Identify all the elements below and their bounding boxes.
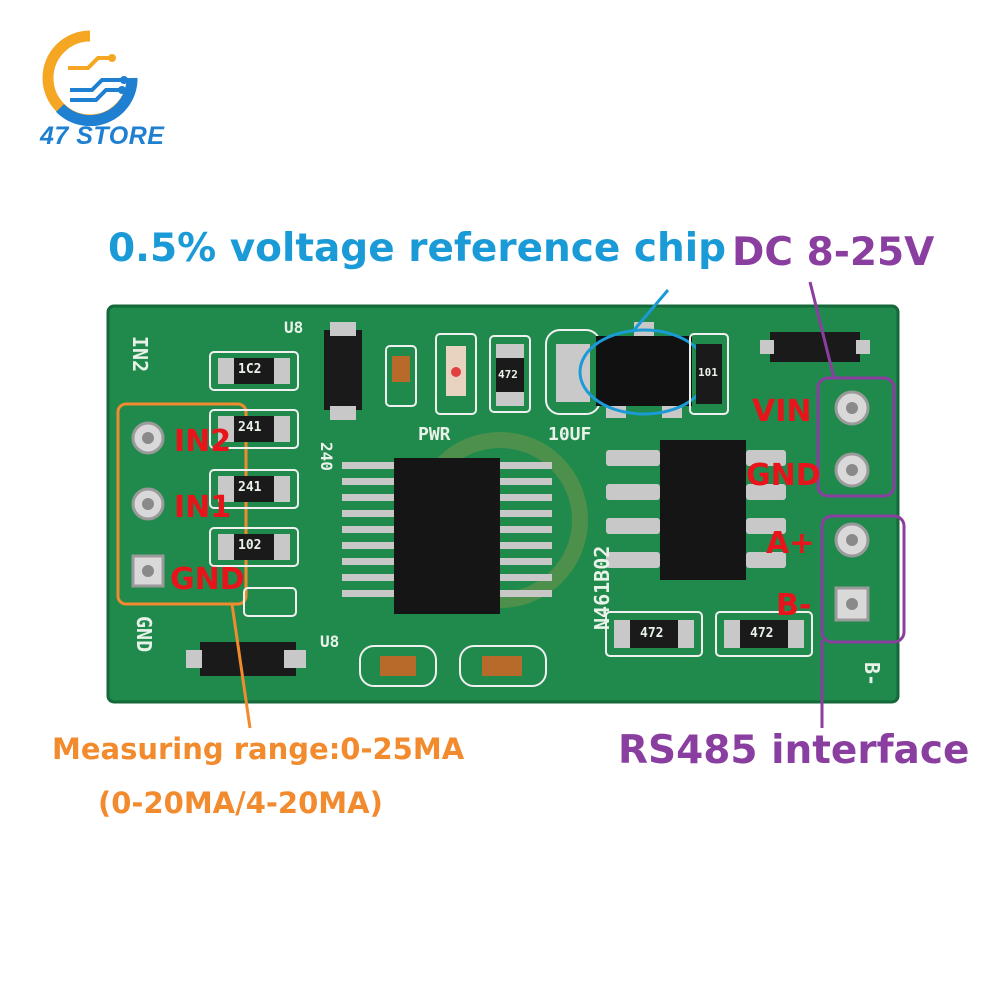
resistors-left — [209, 351, 299, 567]
resistor-code: 101 — [698, 366, 718, 379]
callout-measuring-modes: (0-20MA/4-20MA) — [98, 786, 383, 820]
silk-u8-bottom: U8 — [320, 632, 340, 651]
callout-measuring-range: Measuring range:0-25MA — [52, 732, 465, 766]
silk-gnd: GND — [132, 616, 156, 653]
pin-label-gnd-left: GND — [170, 562, 245, 597]
pin-label-gnd-right: GND — [746, 458, 821, 493]
silk-in2: IN2 — [128, 336, 152, 373]
callout-rs485: RS485 interface — [618, 728, 970, 773]
silk-b: B- — [860, 662, 884, 687]
brand-logo — [40, 28, 140, 128]
silk-pwr: PWR — [418, 424, 451, 445]
resistor-code: 472 — [640, 626, 664, 641]
resistor-code: 472 — [498, 368, 518, 381]
callout-voltage-reference: 0.5% voltage reference chip — [108, 226, 727, 271]
resistor-code: 1C2 — [238, 362, 262, 377]
silk-chip: N461B02 — [590, 545, 614, 630]
resistor-code: 241 — [238, 480, 262, 495]
resistor-code: 102 — [238, 538, 262, 553]
silk-10uf: 10UF — [548, 424, 592, 445]
circuit-ring-logo — [42, 30, 138, 127]
rs485-ic — [606, 440, 786, 580]
pin-label-in1: IN1 — [174, 490, 232, 525]
resistor-code: 241 — [238, 420, 262, 435]
pin-label-a-plus: A+ — [766, 526, 815, 561]
callout-power: DC 8-25V — [732, 230, 935, 275]
pin-label-vin: VIN — [752, 394, 812, 429]
brand-name: 47 STORE — [40, 122, 165, 150]
silk-240: 240 — [317, 442, 336, 471]
resistor-code: 472 — [750, 626, 774, 641]
pin-label-b-minus: B- — [776, 588, 812, 623]
left-pads — [131, 421, 165, 588]
pin-label-in2: IN2 — [174, 424, 232, 459]
silk-u8-top: U8 — [284, 318, 304, 337]
main-ic — [342, 458, 552, 614]
right-pads — [834, 390, 870, 622]
